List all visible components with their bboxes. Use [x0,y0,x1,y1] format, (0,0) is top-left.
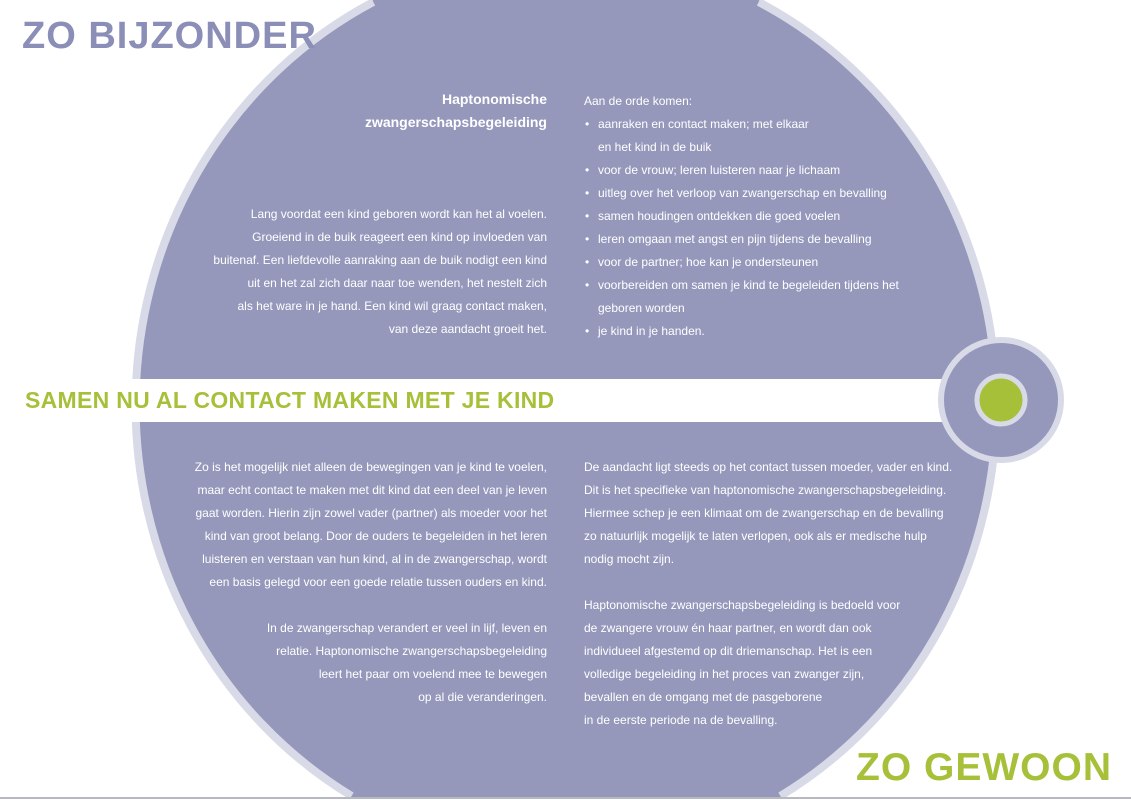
list-item: voorbereiden om samen je kind te begelei… [584,274,899,297]
text-line: gaat worden. Hierin zijn zowel vader (pa… [195,506,548,520]
text-line: uit en het zal zich daar naar toe wenden… [247,276,547,290]
text-line: op al die veranderingen. [418,690,547,704]
text-line: een basis gelegd voor een goede relatie … [209,575,547,589]
list-item: voor de vrouw; leren luisteren naar je l… [584,159,899,182]
text-line: relatie. Haptonomische zwangerschapsbege… [276,644,547,658]
text-line: in de eerste periode na de bevalling. [584,713,778,727]
lower-left-paragraph-1: Zo is het mogelijk niet alleen de bewegi… [195,456,547,594]
upper-left-paragraph: Lang voordat een kind geboren wordt kan … [213,203,547,341]
list-item: samen houdingen ontdekken die goed voele… [584,205,899,228]
text-line: van deze aandacht groeit het. [388,322,547,336]
title-zo-gewoon: ZO GEWOON [856,746,1112,789]
text-line: Zo is het mogelijk niet alleen de bewegi… [194,460,547,474]
text-line: De aandacht ligt steeds op het contact t… [584,460,953,474]
text-line: individueel afgestemd op dit driemanscha… [584,644,873,658]
upper-left-heading: Haptonomische zwangerschapsbegeleiding [365,88,547,134]
lower-left-paragraph-2: In de zwangerschap verandert er veel in … [267,617,547,709]
list-item-continuation: en het kind in de buik [598,140,712,154]
list-item: je kind in je handen. [584,320,899,343]
white-band [0,379,945,422]
text-line: luisteren en verstaan van hun kind, al i… [202,552,547,566]
list-item: aanraken en contact maken; met elkaar [584,113,899,136]
text-line: Hiermee schep je een klimaat om de zwang… [584,506,944,520]
green-dot [974,373,1028,427]
text-line: bevallen en de omgang met de pasgeborene [584,690,823,704]
text-line: Groeiend in de buik reageert een kind op… [252,230,547,244]
text-line: volledige begeleiding in het proces van … [584,667,865,681]
list-item: uitleg over het verloop van zwangerschap… [584,182,899,205]
text-line: In de zwangerschap verandert er veel in … [266,621,547,635]
list-item-continuation: geboren worden [598,301,685,315]
list-item: voor de partner; hoe kan je ondersteunen [584,251,899,274]
text-line: nodig mocht zijn. [584,552,675,566]
text-line: de zwangere vrouw én haar partner, en wo… [584,621,872,635]
text-line: Dit is het specifieke van haptonomische … [584,483,947,497]
lower-right-paragraph-2: Haptonomische zwangerschapsbegeleiding i… [584,594,900,732]
text-line: Lang voordat een kind geboren wordt kan … [250,207,547,221]
text-line: zo natuurlijk mogelijk te laten verlopen… [584,529,927,543]
text-line: kind van groot belang. Door de ouders te… [204,529,547,543]
lower-right-paragraph-1: De aandacht ligt steeds op het contact t… [584,456,952,571]
text-line: Haptonomische zwangerschapsbegeleiding i… [584,598,901,612]
heading-line: zwangerschapsbegeleiding [364,114,547,130]
title-samen-nu: SAMEN NU AL CONTACT MAKEN MET JE KIND [25,387,555,413]
text-line: als het ware in je hand. Een kind wil gr… [237,299,547,313]
upper-right-list: Aan de orde komen: aanraken en contact m… [584,90,899,343]
list-intro: Aan de orde komen: [584,94,693,108]
text-line: buitenaf. Een liefdevolle aanraking aan … [213,253,547,267]
heading-line: Haptonomische [441,91,547,107]
list-item: leren omgaan met angst en pijn tijdens d… [584,228,899,251]
text-line: maar echt contact te maken met dit kind … [197,483,547,497]
text-line: leert het paar om voelend mee te bewegen [318,667,547,681]
bottom-divider [0,797,1131,799]
title-zo-bijzonder: ZO BIJZONDER [22,15,317,57]
